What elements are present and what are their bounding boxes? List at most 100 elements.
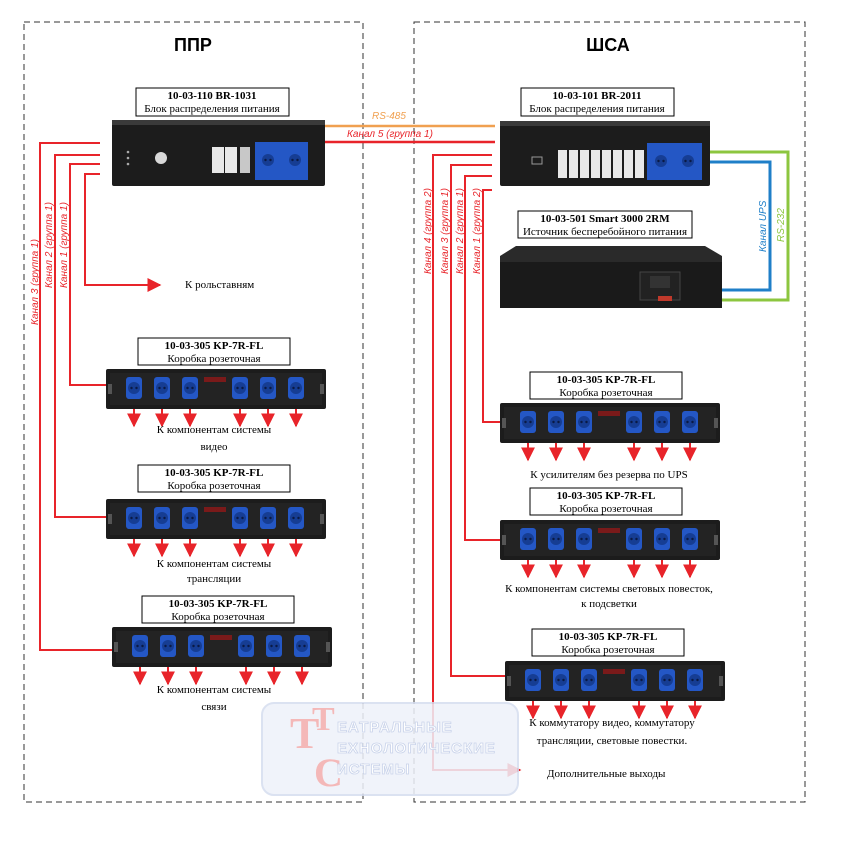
socket-box-name: Коробка розеточная [559,387,652,399]
socket-icon [687,669,703,691]
ppr-pdu-model: 10-03-110 BR-1031 [168,90,257,102]
socket-icon [576,528,592,550]
watermark-line3: ИСТЕМЫ [337,761,411,778]
watermark-logo-t2: Т [312,701,335,738]
socket-icon [238,635,254,657]
socket-icon [553,669,569,691]
socket-icon [682,411,698,433]
watermark-logo-c: С [314,750,343,795]
right-ch4-label: Канал 4 (группа 2) [423,188,434,274]
socket-icon [232,507,248,529]
socket-box-model: 10-03-305 KP-7R-FL [557,374,656,386]
breaker-icon [212,147,224,173]
socket-icon [182,507,198,529]
watermark-logo-t: Т [290,709,319,758]
watermark-line1: ЕАТРАЛЬНЫЕ [337,719,453,736]
socket-icon [525,669,541,691]
socket-box-model: 10-03-305 KP-7R-FL [557,490,656,502]
socket-box-name: Коробка розеточная [167,480,260,492]
left-ch1-line [69,163,106,386]
socket-icon [126,377,142,399]
ppr-pdu: 10-03-110 BR-1031 Блок распределения пит… [112,87,325,186]
socket-box-model: 10-03-305 KP-7R-FL [165,340,264,352]
left-ch2-line [54,154,106,518]
socket-icon [126,507,142,529]
ups: 10-03-501 Smart 3000 2RM Источник беспер… [500,210,722,308]
socket-box-name: Коробка розеточная [167,353,260,365]
right-ch2-line [464,175,500,541]
right-ch2-label: Канал 2 (группа 1) [455,188,466,274]
socket-box-model: 10-03-305 KP-7R-FL [169,598,268,610]
canal-ups-line [710,160,772,292]
socket-icon [160,635,176,657]
socket-icon [288,507,304,529]
socket-icon [654,411,670,433]
socket-icon [654,528,670,550]
socket-box-desc: видео [200,441,228,453]
zone-sha-frame [413,21,806,803]
company-watermark: Т Т С ЕАТРАЛЬНЫЕ ЕХНОЛОГИЧЕСКИЕ ИСТЕМЫ [261,701,519,796]
sha-pdu: 10-03-101 BR-2011 Блок распределения пит… [500,87,710,186]
left-roll-line [84,173,162,292]
socket-box-desc: трансляции, световые повестки. [537,735,688,747]
socket-icon [260,377,276,399]
left-ch3-label: Канал 3 (группа 1) [30,239,41,325]
socket-box-model: 10-03-305 KP-7R-FL [165,467,264,479]
socket-box-name: Коробка розеточная [171,611,264,623]
socket-icon [631,669,647,691]
socket-icon [548,411,564,433]
socket-box-desc: К усилителям без резерва по UPS [530,469,688,481]
socket-box-desc: К коммутатору видео, коммутатору [529,717,695,729]
socket-icon [288,377,304,399]
socket-icon [188,635,204,657]
key-switch-icon [155,152,167,164]
socket-icon [132,635,148,657]
socket-box-desc: К компонентам системы световых повесток, [505,583,713,595]
socket-icon [294,635,310,657]
right-ch1-line [482,189,500,423]
socket-icon [581,669,597,691]
zone-sha-title: ШСА [586,35,630,55]
socket-box-desc: связи [201,701,226,713]
right-ch3-label: Канал 3 (группа 1) [440,188,451,274]
socket-icon [154,507,170,529]
sha-pdu-model: 10-03-101 BR-2011 [553,90,642,102]
socket-icon [182,377,198,399]
breaker-icon [225,147,237,173]
socket-box-desc: К компонентам системы [157,424,272,436]
socket-icon [154,377,170,399]
socket-icon [232,377,248,399]
socket-icon [520,528,536,550]
left-ch3-line [39,142,112,651]
socket-icon [659,669,675,691]
rs232-label: RS-232 [776,208,787,242]
socket-icon [682,528,698,550]
roll-output-label: К рольставням [185,279,254,291]
socket-icon [626,411,642,433]
socket-icon [576,411,592,433]
socket-icon [626,528,642,550]
socket-box-desc: к подсветки [581,598,637,610]
canal-ups-label: Канал UPS [758,200,769,252]
socket-box-desc: трансляции [187,573,241,585]
rs232-line [710,150,790,302]
zone-ppr-title: ППР [174,35,212,55]
ups-name: Источник бесперебойного питания [523,226,687,238]
socket-icon [520,411,536,433]
extra-output-label: Дополнительные выходы [547,768,666,780]
socket-icon [260,507,276,529]
right-ch3-line [450,164,505,677]
socket-box-name: Коробка розеточная [561,644,654,656]
socket-box-desc: К компонентам системы [157,558,272,570]
socket-box-name: Коробка розеточная [559,503,652,515]
sha-pdu-name: Блок распределения питания [529,103,665,115]
ch5-label: Канал 5 (группа 1) [347,129,433,140]
